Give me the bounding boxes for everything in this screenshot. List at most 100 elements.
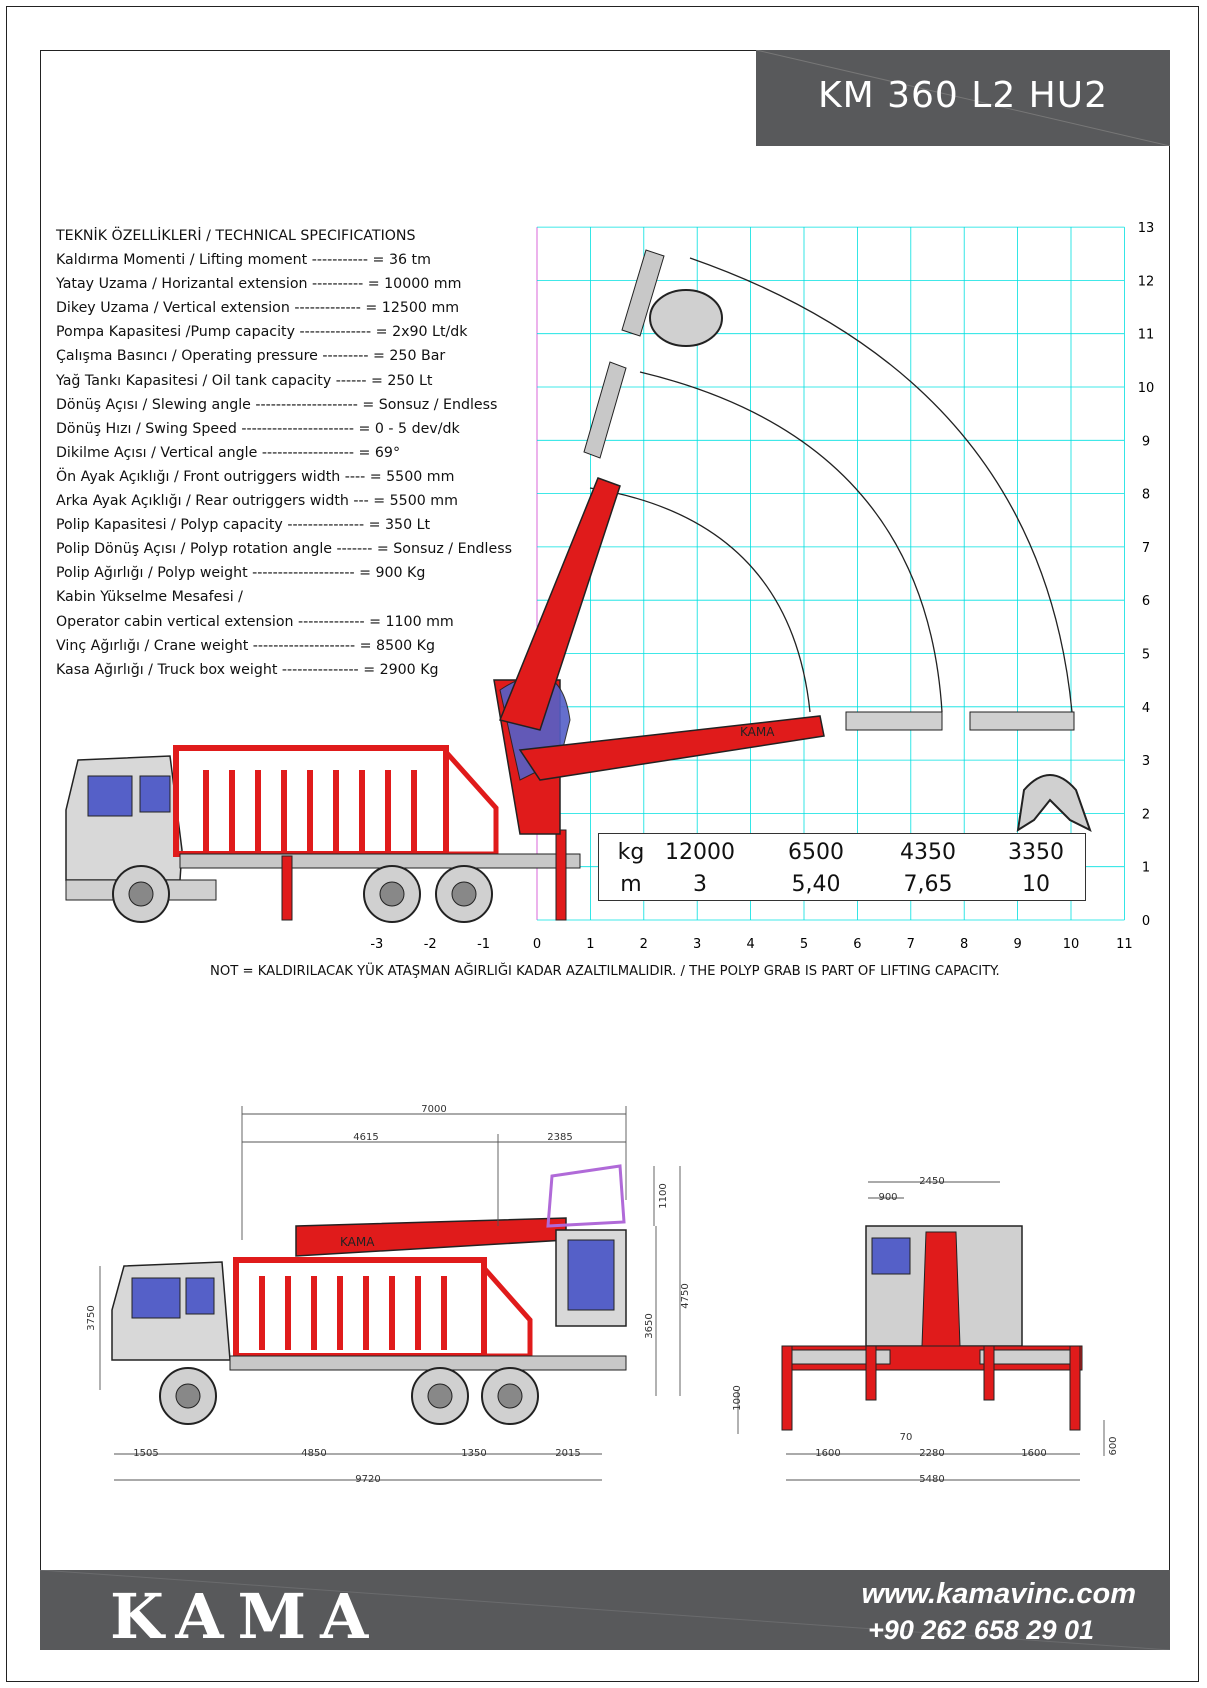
page-title: KM 360 L2 HU2 — [818, 75, 1108, 116]
y-tick-label: 6 — [1142, 594, 1150, 609]
boom-brand-text: KAMA — [340, 1235, 375, 1249]
x-tick-label: 5 — [800, 937, 808, 952]
y-tick-label: 1 — [1142, 861, 1150, 876]
load-chart-table: kg m 12000 6500 4350 3350 3 5,40 7,65 10 — [598, 833, 1086, 901]
dim-label: 4615 — [353, 1132, 378, 1143]
dim-label: 900 — [878, 1192, 897, 1203]
dim-label: 2385 — [547, 1132, 572, 1143]
dim-label: 5480 — [919, 1474, 944, 1485]
y-tick-label: 3 — [1142, 754, 1150, 769]
dim-label: 3750 — [86, 1305, 97, 1330]
x-tick-label: 9 — [1013, 937, 1021, 952]
x-tick-label: 3 — [693, 937, 701, 952]
spec-row: Pompa Kapasitesi /Pump capacity --------… — [56, 324, 468, 341]
technical-specifications: TEKNİK ÖZELLİKLERİ / TECHNICAL SPECIFICA… — [56, 224, 526, 682]
reach-arcs — [589, 257, 1073, 713]
title-band: KM 360 L2 HU2 — [756, 50, 1170, 146]
spec-row: Polip Kapasitesi / Polyp capacity ------… — [56, 517, 431, 534]
rear-dimension-labels: 2450 900 1000 70 1600 2280 1600 600 5480 — [732, 1176, 1119, 1485]
load-kg-value: 12000 — [665, 840, 735, 865]
y-tick-label: 4 — [1142, 701, 1150, 716]
x-tick-label: 4 — [746, 937, 754, 952]
y-tick-label: 5 — [1142, 648, 1150, 663]
dim-label: 7000 — [421, 1104, 446, 1115]
dim-label: 2280 — [919, 1448, 944, 1459]
spec-row: Dikey Uzama / Vertical extension -------… — [56, 300, 460, 317]
x-tick-label: 11 — [1116, 937, 1133, 952]
boom-brand-text: KAMA — [740, 725, 775, 739]
dim-label: 4850 — [301, 1448, 326, 1459]
footer-band: KAMA www.kamavinc.com +90 262 658 29 01 — [40, 1570, 1170, 1653]
spec-row: Çalışma Basıncı / Operating pressure ---… — [56, 348, 446, 365]
spec-row: Yatay Uzama / Horizantal extension -----… — [56, 276, 462, 293]
load-kg-value: 4350 — [900, 840, 956, 865]
reach-arc-inner — [589, 487, 811, 713]
dim-label: 1600 — [1021, 1448, 1046, 1459]
spec-row: Yağ Tankı Kapasitesi / Oil tank capacity… — [56, 372, 433, 389]
dim-label: 1000 — [732, 1385, 743, 1410]
dim-label: 9720 — [355, 1474, 380, 1485]
x-tick-label: 2 — [640, 937, 648, 952]
dim-label: 3650 — [644, 1313, 655, 1338]
y-tick-label: 13 — [1138, 221, 1155, 236]
y-tick-label: 7 — [1142, 541, 1150, 556]
truck-side-bottom: KAMA — [111, 1164, 627, 1425]
dim-label: 2450 — [919, 1176, 944, 1187]
rear-dimension-lines — [737, 1181, 1105, 1481]
truck-rear-view — [781, 1225, 1083, 1431]
load-m-value: 7,65 — [903, 872, 953, 897]
dim-label: 1505 — [133, 1448, 158, 1459]
lifting-note: NOT = KALDIRILACAK YÜK ATAŞMAN AĞIRLIĞI … — [210, 964, 1000, 979]
phone-number: +90 262 658 29 01 — [868, 1615, 1094, 1645]
load-m-value: 10 — [1022, 872, 1050, 897]
reach-arc-middle — [639, 371, 943, 713]
page-frame — [6, 6, 1199, 1682]
spec-row: Kasa Ağırlığı / Truck box weight -------… — [56, 661, 439, 678]
dim-label: 2015 — [555, 1448, 580, 1459]
spec-row: Dönüş Açısı / Slewing angle ------------… — [56, 396, 498, 413]
x-tick-label: 10 — [1063, 937, 1080, 952]
x-tick-label: -2 — [424, 937, 437, 952]
dim-label: 1350 — [461, 1448, 486, 1459]
spec-row: Operator cabin vertical extension ------… — [56, 613, 454, 630]
truck-side-top: KAMA — [65, 249, 1092, 923]
load-m-value: 5,40 — [791, 872, 841, 897]
spec-row: Ön Ayak Açıklığı / Front outriggers widt… — [56, 468, 455, 485]
x-tick-label: 7 — [907, 937, 915, 952]
spec-row: Dönüş Hızı / Swing Speed ---------------… — [56, 420, 460, 437]
side-dimension-labels: 7000 4615 2385 1100 3750 3650 4750 1505 … — [86, 1104, 691, 1485]
title-band-accent — [756, 50, 1170, 146]
x-tick-label: 1 — [586, 937, 594, 952]
x-tick-label: 8 — [960, 937, 968, 952]
spec-row: Polip Dönüş Açısı / Polyp rotation angle… — [56, 541, 513, 558]
spec-row: Polip Ağırlığı / Polyp weight ----------… — [56, 565, 426, 582]
spec-row: Arka Ayak Açıklığı / Rear outriggers wid… — [56, 493, 458, 510]
x-tick-label: 6 — [853, 937, 861, 952]
dim-label: 4750 — [680, 1283, 691, 1308]
dim-label: 1100 — [658, 1183, 669, 1208]
spec-row: Kabin Yükselme Mesafesi / — [56, 589, 243, 606]
load-m-value: 3 — [693, 872, 707, 897]
spec-row: Vinç Ağırlığı / Crane weight -----------… — [56, 637, 435, 654]
y-tick-label: 9 — [1142, 434, 1150, 449]
x-tick-label: -3 — [370, 937, 383, 952]
x-tick-label: -1 — [477, 937, 490, 952]
y-tick-label: 12 — [1138, 274, 1155, 289]
y-tick-label: 2 — [1142, 807, 1150, 822]
y-tick-label: 11 — [1138, 328, 1155, 343]
spec-row: Dikilme Açısı / Vertical angle ---------… — [56, 444, 401, 461]
load-unit-kg: kg — [617, 840, 645, 865]
x-tick-label: 0 — [533, 937, 541, 952]
footer-accent — [40, 1570, 1170, 1650]
spec-row: Kaldırma Momenti / Lifting moment ------… — [56, 252, 431, 269]
load-kg-value: 6500 — [788, 840, 844, 865]
dim-label: 600 — [1108, 1436, 1119, 1455]
reach-arc-outer — [689, 257, 1073, 713]
side-dimension-lines — [99, 1106, 681, 1481]
dim-label: 70 — [900, 1432, 913, 1443]
y-tick-label: 10 — [1138, 381, 1155, 396]
load-kg-value: 3350 — [1008, 840, 1064, 865]
kama-logo: KAMA — [110, 1580, 383, 1653]
website-link[interactable]: www.kamavinc.com — [861, 1578, 1136, 1610]
